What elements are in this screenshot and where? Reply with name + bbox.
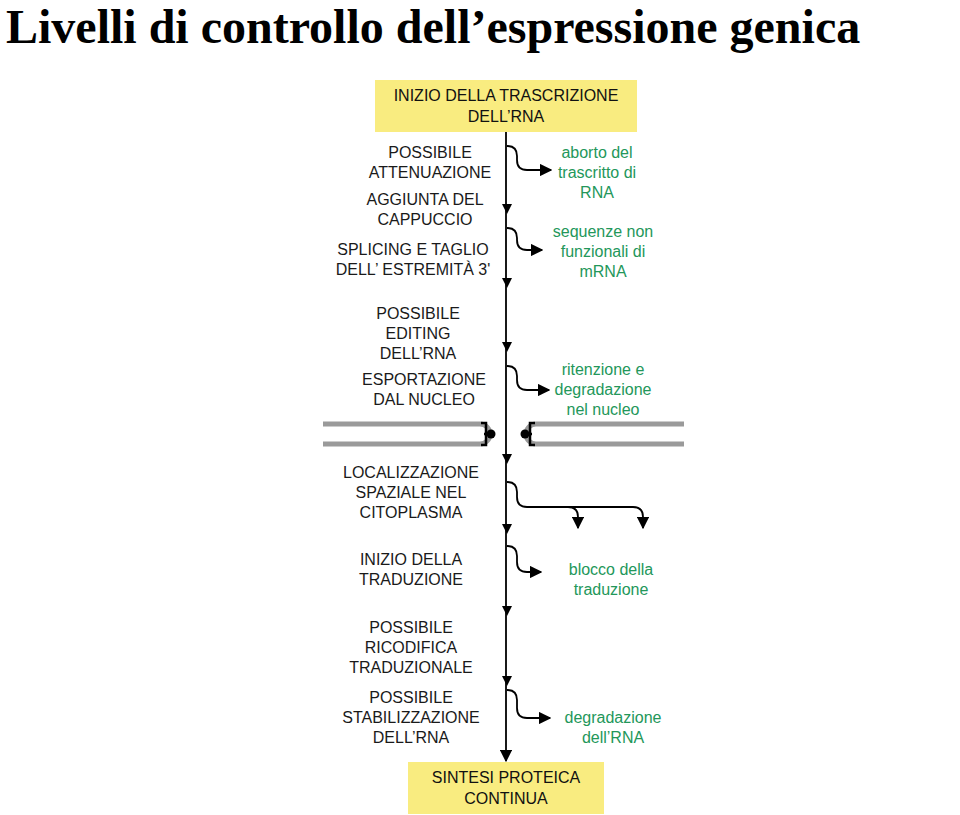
nuclear-pore — [481, 423, 535, 445]
outcome-label: degradazione dell’RNA — [556, 708, 670, 748]
step-label: AGGIUNTA DEL CAPPUCCIO — [353, 190, 498, 230]
flow-connector — [505, 132, 507, 761]
step-label: LOCALIZZAZIONE SPAZIALE NEL CITOPLASMA — [331, 463, 491, 523]
diagram-title: Livelli di controllo dell’espressione ge… — [6, 3, 860, 51]
box-text: SINTESI PROTEICA CONTINUA — [414, 767, 598, 809]
box-text: INIZIO DELLA TRASCRIZIONE DELL’RNA — [381, 85, 631, 127]
outcome-label: aborto del trascritto di RNA — [553, 143, 641, 203]
step-label: POSSIBILE RICODIFICA TRADUZIONALE — [341, 618, 481, 678]
step-label: SPLICING E TAGLIO DELL’ ESTREMITÀ 3' — [327, 240, 499, 280]
step-box: SINTESI PROTEICA CONTINUA — [408, 762, 604, 814]
outcome-label: ritenzione e degradazione nel nucleo — [547, 360, 659, 420]
step-box: INIZIO DELLA TRASCRIZIONE DELL’RNA — [375, 80, 637, 132]
step-label: POSSIBILE EDITING DELL’RNA — [368, 304, 468, 364]
step-label: ESPORTAZIONE DAL NUCLEO — [352, 370, 497, 410]
outcome-label: sequenze non funzionali di mRNA — [545, 222, 661, 282]
flow-arrowheads — [502, 204, 512, 686]
step-label: POSSIBILE ATTENUAZIONE — [360, 143, 500, 183]
outcome-label: blocco della traduzione — [545, 560, 677, 600]
step-label: POSSIBILE STABILIZZAZIONE DELL’RNA — [331, 688, 491, 748]
nuclear-envelope — [323, 424, 684, 444]
step-label: INIZIO DELLA TRADUZIONE — [351, 550, 471, 590]
